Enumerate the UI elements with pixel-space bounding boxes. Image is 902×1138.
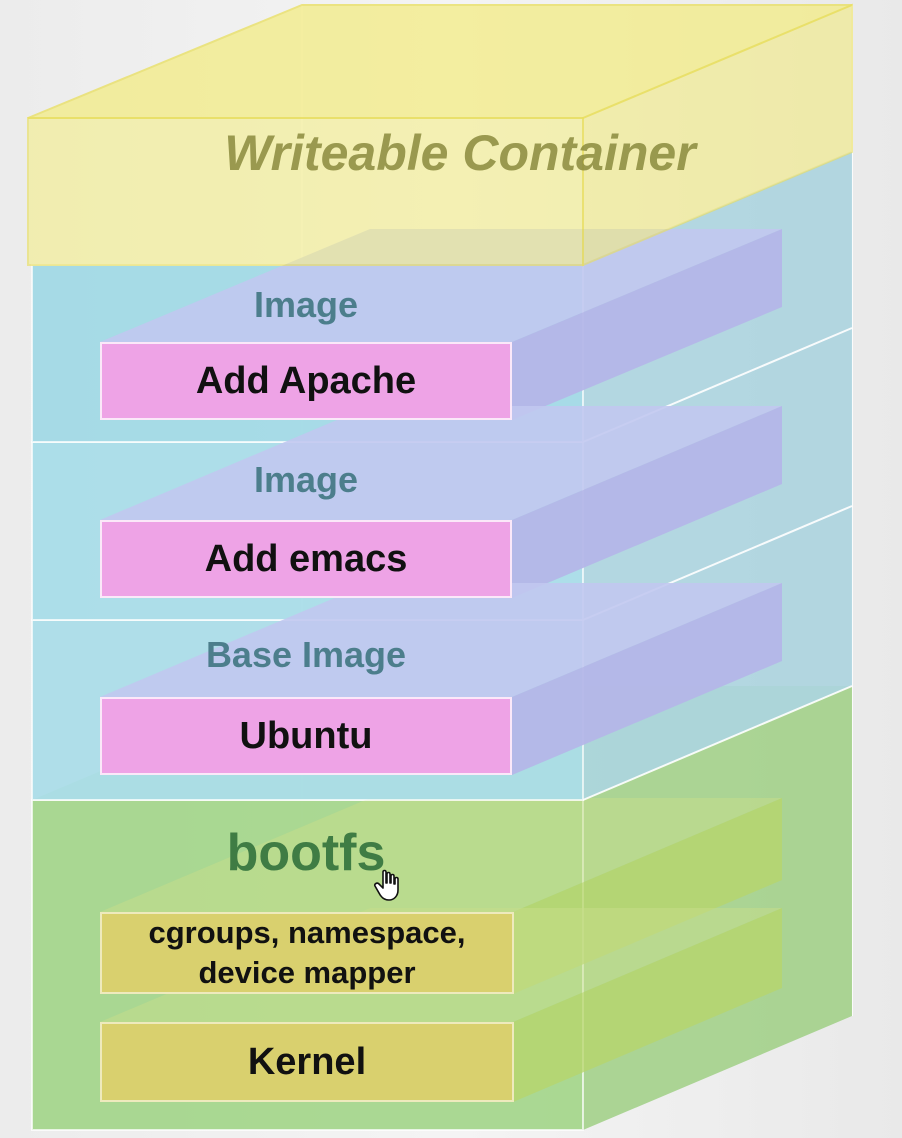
writeable-container-title: Writeable Container [224, 125, 696, 181]
bootfs-layer-title: bootfs [226, 824, 386, 882]
apache-box-top [100, 229, 782, 342]
emacs-box-side [512, 406, 782, 598]
ubuntu-box-top [100, 583, 782, 697]
layer-divider-3 [582, 685, 853, 801]
ubuntu-box: Ubuntu [100, 697, 512, 775]
kernel-box-side [513, 908, 782, 1102]
emacs-box-top [100, 406, 782, 520]
kernel-box: Kernel [100, 1022, 514, 1102]
cgroups-box-top [100, 798, 782, 912]
emacs-layer-title: Image [253, 459, 359, 500]
add-emacs-box: Add emacs [100, 520, 512, 598]
hand-pointer-icon [374, 869, 399, 901]
cgroups-namespace-box: cgroups, namespace, device mapper [100, 912, 514, 994]
base-image-layer-title: Base Image [205, 634, 407, 675]
writeable-front-face [27, 117, 584, 266]
add-apache-box: Add Apache [100, 342, 512, 420]
apache-layer-title: Image [253, 284, 359, 325]
apache-box-side [512, 229, 782, 420]
ubuntu-box-side [512, 583, 782, 775]
